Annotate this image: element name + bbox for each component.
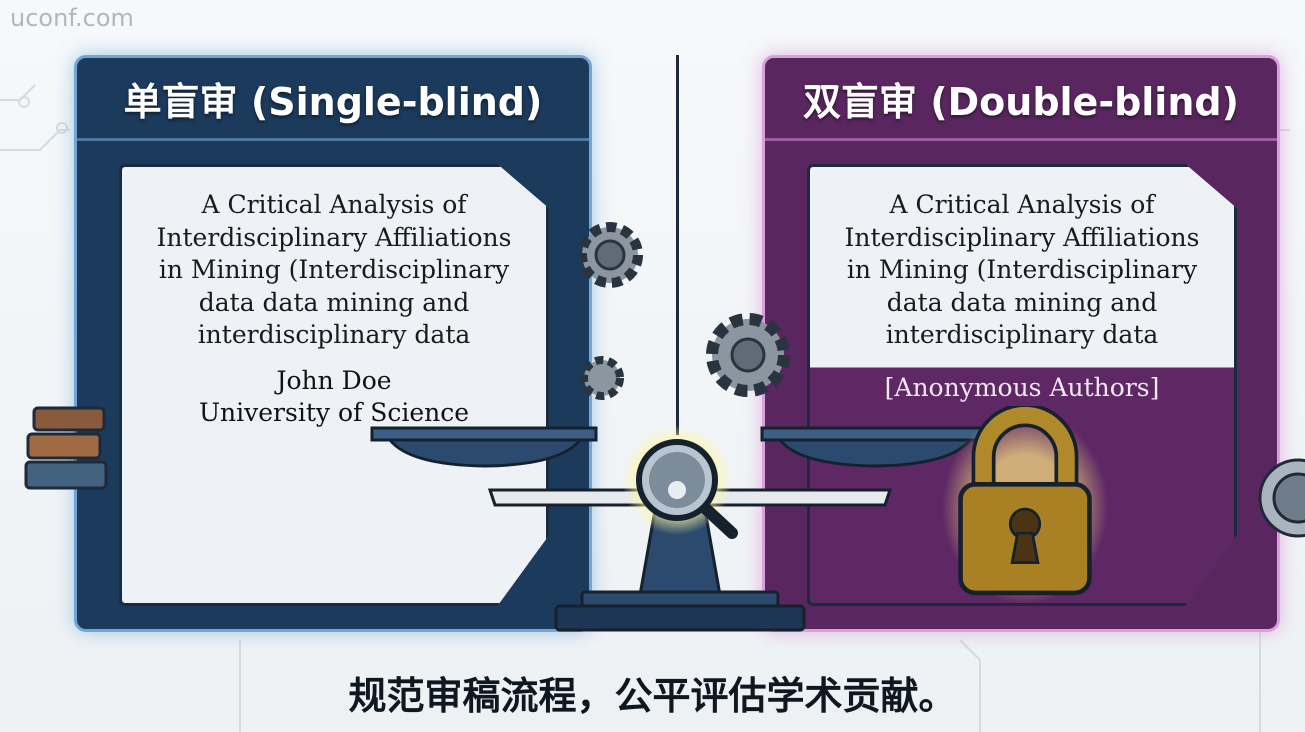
gear-icon (580, 222, 790, 400)
magnifier-icon (622, 425, 738, 539)
panel-title: 双盲审 (Double-blind) (765, 58, 1277, 141)
padlock-icon (942, 406, 1108, 604)
single-blind-panel: 单盲审 (Single-blind) A Critical Analysis o… (74, 55, 592, 632)
paper-title: A Critical Analysis of Interdisciplinary… (810, 189, 1234, 352)
divider-line (676, 55, 679, 435)
watermark: uconf.com (10, 4, 134, 32)
target-icon (1258, 458, 1305, 538)
title-line: data data mining and (198, 287, 470, 317)
paper-card: A Critical Analysis of Interdisciplinary… (807, 164, 1237, 606)
books-icon (24, 406, 108, 490)
author-block: John Doe University of Science (122, 365, 546, 429)
balance-scale-icon (370, 426, 988, 632)
anonymous-authors: [Anonymous Authors] (884, 373, 1160, 402)
paper-title: A Critical Analysis of Interdisciplinary… (122, 189, 546, 352)
paper-card: A Critical Analysis of Interdisciplinary… (119, 164, 549, 606)
title-line: in Mining (Interdisciplinary (846, 255, 1198, 284)
title-line: A Critical Analysis of (201, 190, 467, 219)
panel-title: 单盲审 (Single-blind) (77, 58, 589, 141)
author-affiliation: University of Science (198, 398, 470, 427)
author-name: John Doe (276, 366, 392, 395)
title-line: Interdisciplinary Affiliations (156, 222, 512, 252)
title-line: Interdisciplinary Affiliations (844, 222, 1200, 252)
title-line: interdisciplinary data (885, 320, 1159, 349)
title-line: A Critical Analysis of (889, 190, 1155, 219)
caption: 规范审稿流程，公平评估学术贡献。 (348, 674, 957, 718)
title-line: interdisciplinary data (197, 320, 471, 349)
title-line: in Mining (Interdisciplinary (158, 255, 510, 284)
title-line: data data mining and (886, 287, 1158, 317)
